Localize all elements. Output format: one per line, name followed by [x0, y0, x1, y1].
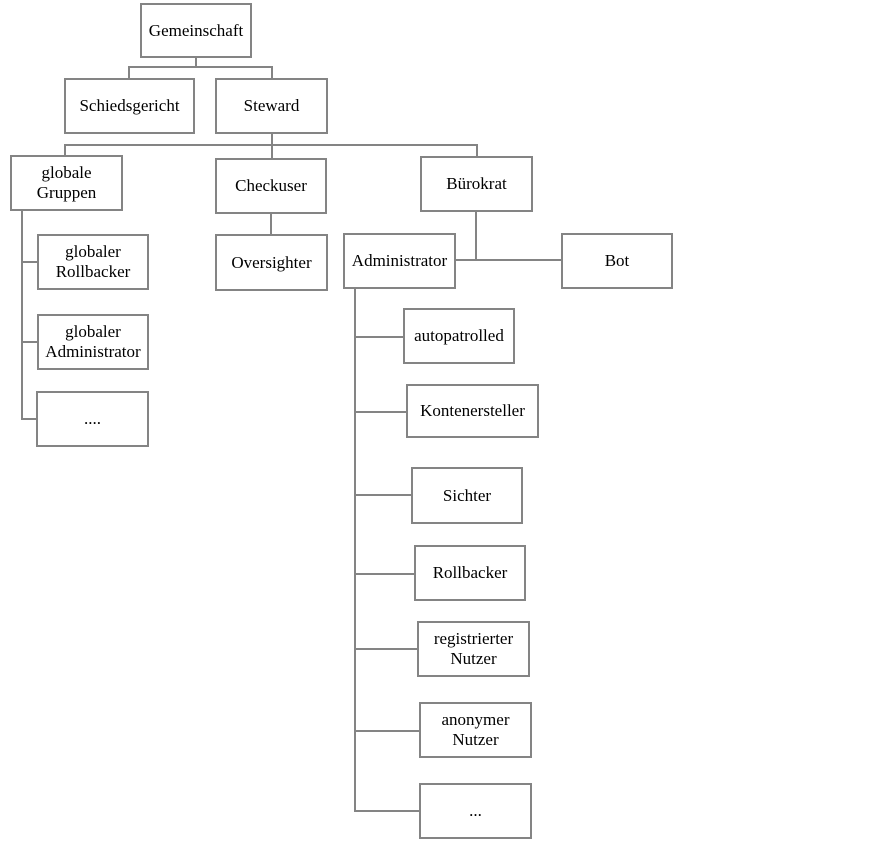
- connector-stub-rollbacker: [354, 573, 415, 575]
- connector-stub-globaler-rollbacker: [21, 261, 38, 263]
- node-ellipsis-administrator: ...: [419, 783, 532, 839]
- connector-gemeinschaft-down: [195, 57, 197, 68]
- node-sichter: Sichter: [411, 467, 523, 524]
- connector-administrator-bot-h: [455, 259, 562, 261]
- connector-drop-buerokrat: [476, 144, 478, 158]
- connector-stub-autopatrolled: [354, 336, 404, 338]
- connector-stub-anonymer-nutzer: [354, 730, 420, 732]
- node-registrierter-nutzer: registrierter Nutzer: [417, 621, 530, 677]
- connector-stub-ellipsis-globale-gruppen: [21, 418, 38, 420]
- connector-steward-down: [271, 132, 273, 146]
- node-globaler-administrator: globaler Administrator: [37, 314, 149, 370]
- node-steward: Steward: [215, 78, 328, 134]
- node-globaler-rollbacker: globaler Rollbacker: [37, 234, 149, 290]
- connector-stub-sichter: [354, 494, 412, 496]
- connector-stub-kontenersteller: [354, 411, 407, 413]
- connector-stub-registrierter-nutzer: [354, 648, 418, 650]
- node-rollbacker: Rollbacker: [414, 545, 526, 601]
- node-buerokrat: Bürokrat: [420, 156, 533, 212]
- connector-drop-globale-gruppen: [64, 144, 66, 158]
- connector-buerokrat-down: [475, 210, 477, 261]
- node-autopatrolled: autopatrolled: [403, 308, 515, 364]
- connector-drop-schiedsgericht: [128, 66, 130, 80]
- node-kontenersteller: Kontenersteller: [406, 384, 539, 438]
- node-ellipsis-globale-gruppen: ....: [36, 391, 149, 447]
- connector-stub-ellipsis-administrator: [354, 810, 420, 812]
- node-checkuser: Checkuser: [215, 158, 327, 214]
- connector-drop-steward: [271, 66, 273, 80]
- node-schiedsgericht: Schiedsgericht: [64, 78, 195, 134]
- connector-drop-checkuser: [271, 144, 273, 160]
- connector-administrator-trunk: [354, 287, 356, 812]
- node-bot: Bot: [561, 233, 673, 289]
- connector-gemeinschaft-children-h: [128, 66, 273, 68]
- connector-checkuser-oversighter: [270, 212, 272, 236]
- node-gemeinschaft: Gemeinschaft: [140, 3, 252, 58]
- connector-stub-globaler-administrator: [21, 341, 38, 343]
- node-administrator: Administrator: [343, 233, 456, 289]
- connector-globale-gruppen-trunk: [21, 209, 23, 420]
- node-oversighter: Oversighter: [215, 234, 328, 291]
- node-globale-gruppen: globale Gruppen: [10, 155, 123, 211]
- node-anonymer-nutzer: anonymer Nutzer: [419, 702, 532, 758]
